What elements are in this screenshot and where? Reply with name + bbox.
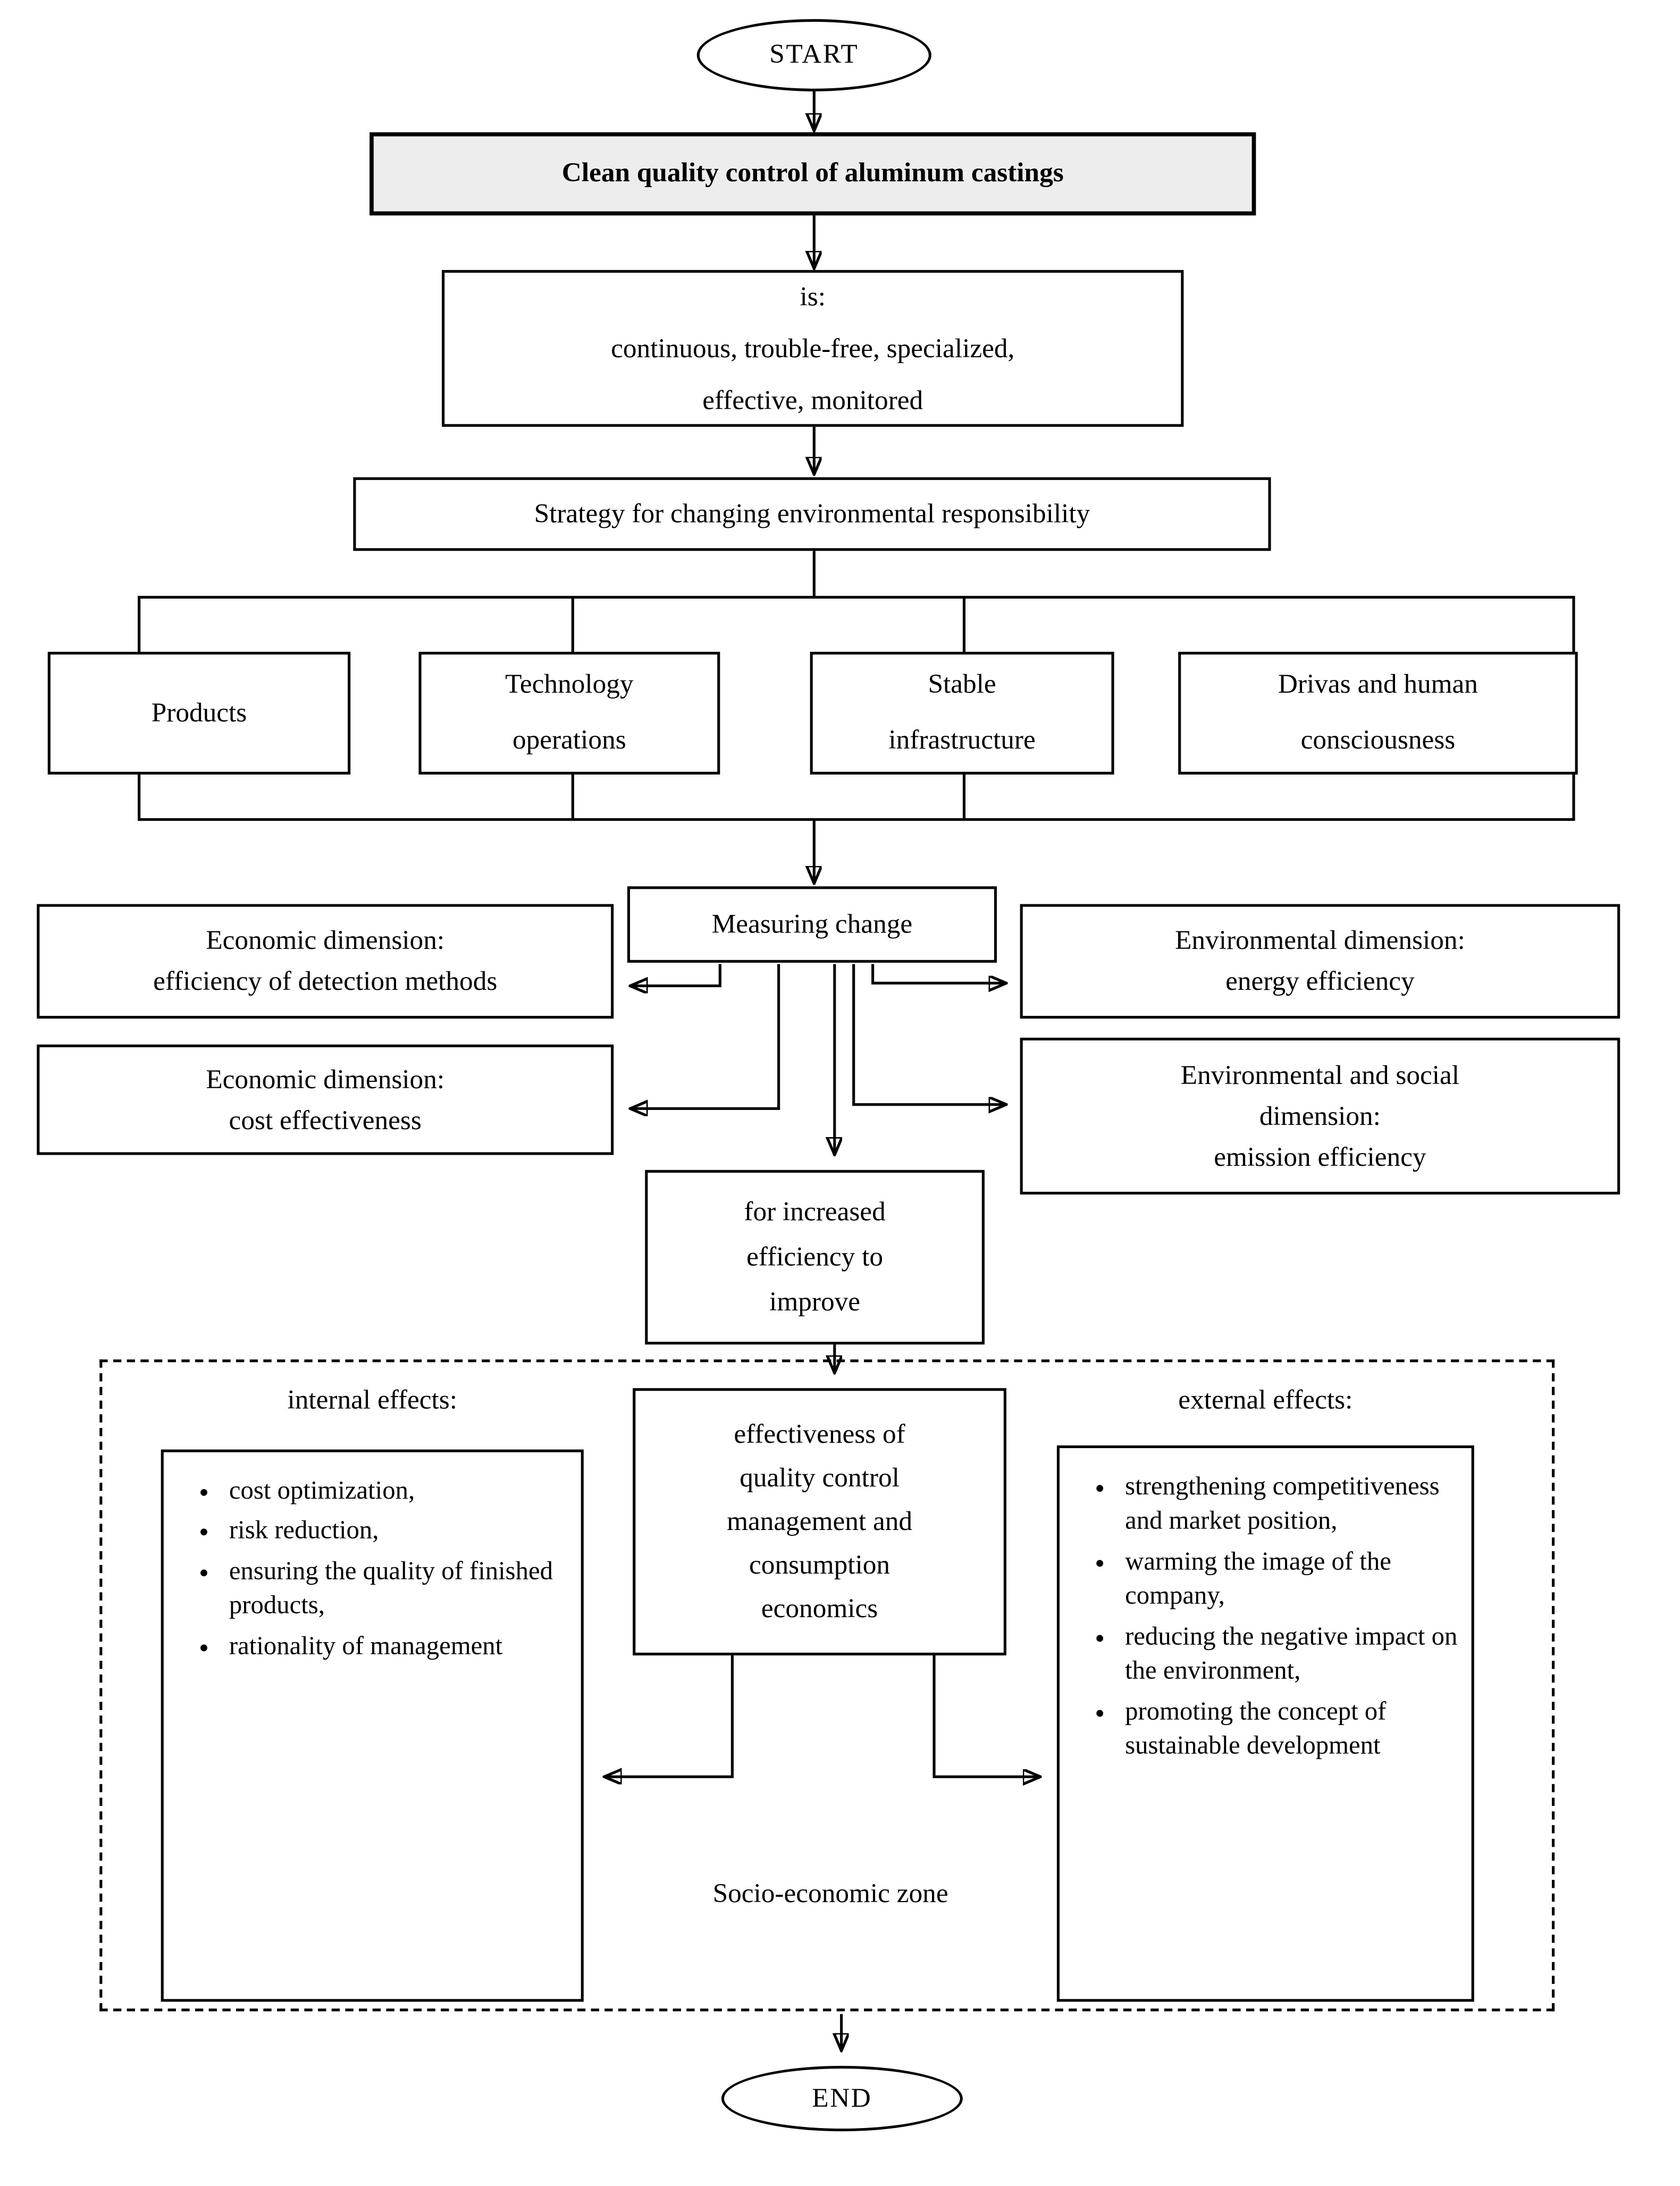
start-terminator: START: [696, 19, 931, 91]
start-label: START: [769, 39, 859, 70]
pillar-label-technology-operations: Technology operations: [505, 669, 634, 756]
strategy-label: Strategy for changing environmental resp…: [534, 498, 1090, 528]
list-item: ensuring the quality of finished product…: [224, 1554, 573, 1624]
list-item: risk reduction,: [224, 1514, 573, 1549]
dimension-box-environmental-energy: Environmental dimension: energy efficien…: [1020, 904, 1620, 1019]
internal-effects-list: cost optimization, risk reduction, ensurin…: [188, 1474, 573, 1669]
dimension-label-economic-cost: Economic dimension: cost effectiveness: [206, 1064, 445, 1136]
measuring-change-box: Measuring change: [627, 886, 997, 963]
pillar-label-products: Products: [151, 697, 247, 728]
branch-detection-arrow: [633, 964, 721, 986]
strategy-box: Strategy for changing environmental resp…: [353, 477, 1271, 551]
list-item: rationality of management: [224, 1629, 573, 1664]
dimension-box-economic-cost: Economic dimension: cost effectiveness: [37, 1044, 614, 1155]
internal-effects-box: cost optimization, risk reduction, ensurin…: [161, 1449, 584, 2002]
list-item: warming the image of the company,: [1120, 1545, 1463, 1615]
end-label: END: [812, 2083, 872, 2113]
list-item: reducing the negative impact on the envi…: [1120, 1620, 1463, 1689]
pillar-box-products: Products: [47, 652, 351, 775]
for-increased-efficiency-box: for increased efficiency to improve: [645, 1170, 985, 1345]
dimension-box-environmental-social-emission: Environmental and social dimension: emis…: [1020, 1037, 1620, 1195]
properties-label: is: continuous, trouble-free, specialize…: [611, 281, 1015, 416]
effectiveness-label: effectiveness of quality control managem…: [727, 1419, 913, 1624]
dimension-label-economic-detection: Economic dimension: efficiency of detect…: [153, 926, 498, 997]
effectiveness-box: effectiveness of quality control managem…: [633, 1388, 1006, 1655]
pillar-box-technology-operations: Technology operations: [418, 652, 720, 775]
end-terminator: END: [721, 2065, 963, 2132]
list-item: promoting the concept of sustainable dev…: [1120, 1695, 1463, 1764]
dimension-box-economic-detection: Economic dimension: efficiency of detect…: [37, 904, 614, 1019]
pillar-label-stable-infrastructure: Stable infrastructure: [888, 669, 1036, 756]
properties-box: is: continuous, trouble-free, specialize…: [442, 270, 1184, 427]
branch-emission-arrow: [852, 964, 1004, 1104]
external-effects-box: strengthening competitiveness and market…: [1056, 1445, 1474, 2002]
branch-energy-arrow: [871, 964, 1004, 983]
list-item: strengthening competitiveness and market…: [1120, 1470, 1463, 1540]
title-label: Clean quality control of aluminum castin…: [561, 158, 1064, 188]
title-box: Clean quality control of aluminum castin…: [369, 132, 1256, 216]
socio-economic-zone: [99, 1359, 1555, 2012]
for-increased-efficiency-label: for increased efficiency to improve: [744, 1196, 886, 1317]
socio-economic-zone-label: Socio-economic zone: [712, 1879, 948, 1909]
pillar-box-stable-infrastructure: Stable infrastructure: [810, 652, 1114, 775]
pillar-label-drivers-human-consciousness: Drivas and human consciousness: [1278, 669, 1478, 756]
external-effects-list: strengthening competitiveness and market…: [1084, 1470, 1463, 1769]
dimension-label-environmental-social-emission: Environmental and social dimension: emis…: [1180, 1060, 1460, 1172]
measuring-change-label: Measuring change: [711, 909, 913, 939]
list-item: cost optimization,: [224, 1474, 573, 1509]
dimension-label-environmental-energy: Environmental dimension: energy efficien…: [1175, 926, 1465, 997]
external-effects-label: external effects:: [1178, 1385, 1353, 1416]
branch-cost-arrow: [633, 964, 780, 1108]
pillar-box-drivers-human-consciousness: Drivas and human consciousness: [1178, 652, 1578, 775]
internal-effects-label: internal effects:: [287, 1385, 457, 1416]
